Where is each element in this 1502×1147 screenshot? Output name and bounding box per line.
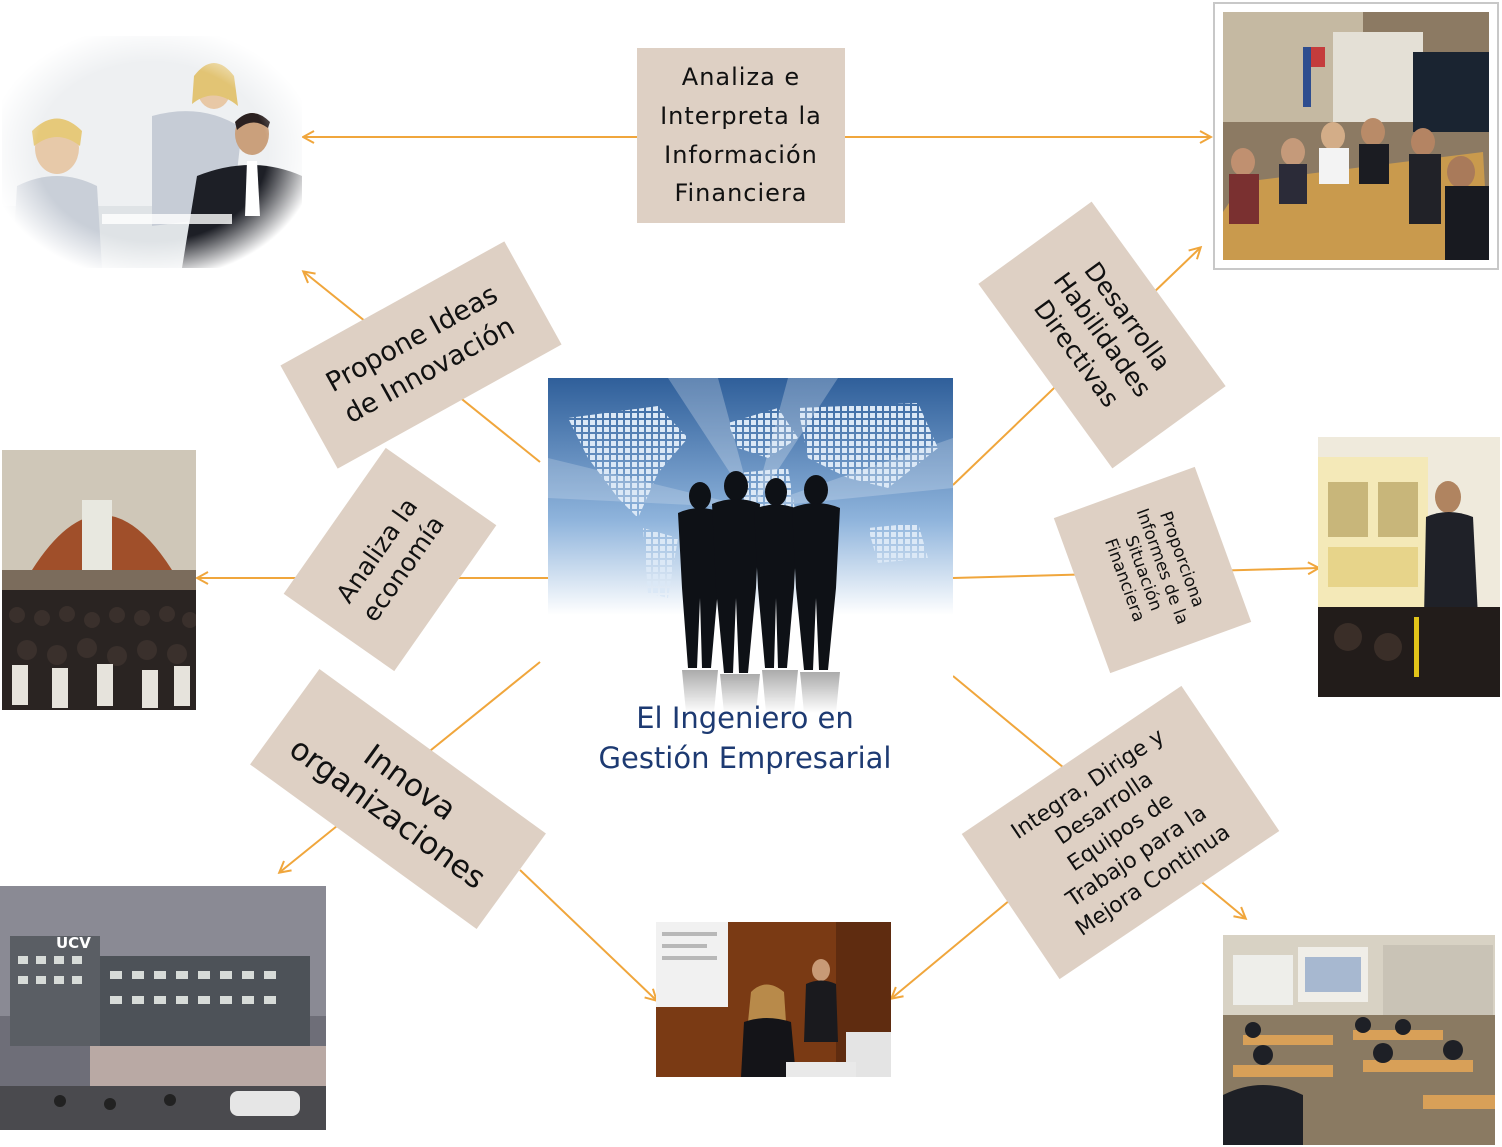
center-title: El Ingeniero en Gestión Empresarial (598, 701, 892, 776)
photo-computer-presentation (656, 922, 891, 1077)
arrow-bottom-center-right (892, 899, 1011, 998)
photo-presenter (1318, 437, 1500, 697)
photo-classroom (1223, 935, 1495, 1145)
box-analiza-informacion-text: Analiza e Interpreta la Información Fina… (660, 62, 822, 208)
photo-auditorium (2, 450, 196, 710)
arrow-bottom-center-left (519, 869, 656, 1000)
box-proporciona-informes-text: Proporciona Informes de la Situación Fin… (1099, 505, 1208, 628)
photo-board-meeting (1213, 2, 1499, 270)
photo-business-team (2, 36, 302, 268)
ucv-sign: UCV (56, 934, 91, 952)
box-analiza-economia-text: Analiza la economía (330, 492, 450, 627)
box-analiza-informacion: Analiza e Interpreta la Información Fina… (637, 48, 845, 223)
photo-ucv-building: UCV (0, 886, 326, 1130)
center-image-world-silhouettes (548, 378, 953, 713)
